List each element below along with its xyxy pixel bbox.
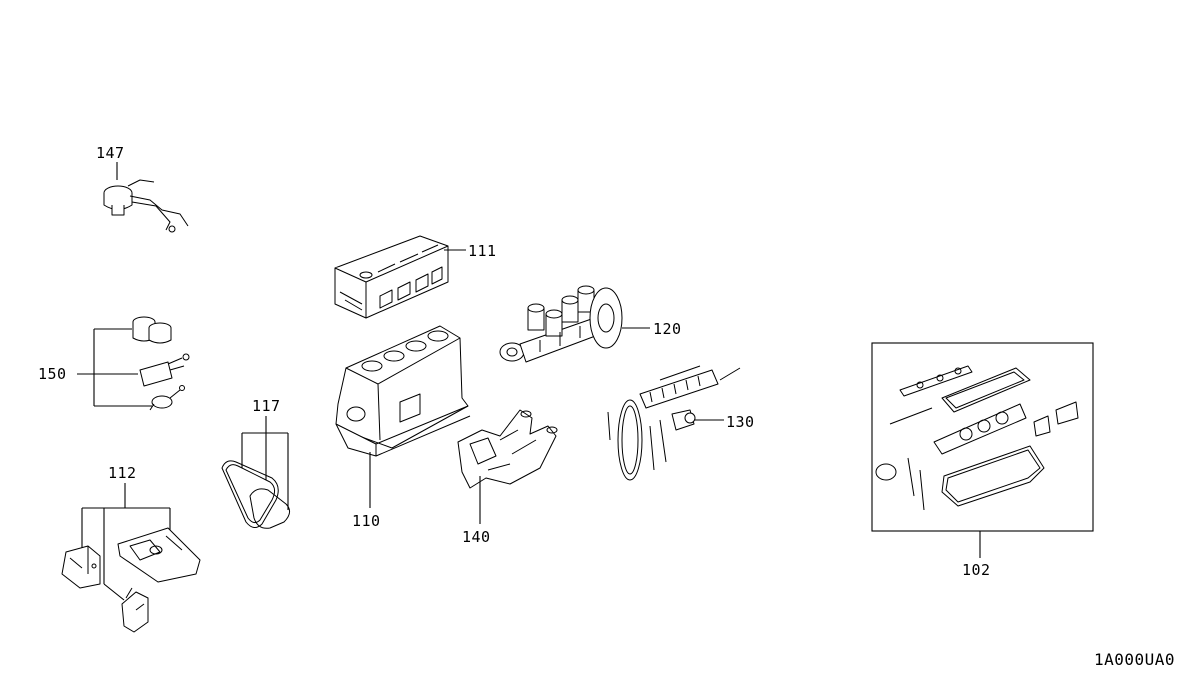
mount-left-illustration — [61, 545, 101, 589]
part-label-117: 117 — [252, 397, 281, 415]
part-label-150: 150 — [38, 365, 67, 383]
part-130[interactable]: 130 — [607, 365, 755, 481]
part-label-112: 112 — [108, 464, 137, 482]
part-140[interactable]: 140 — [457, 409, 558, 546]
part-label-140: 140 — [462, 528, 491, 546]
part-120[interactable]: 120 — [499, 285, 682, 363]
belt-illustration — [221, 460, 290, 529]
diagram-code: 1A000UA0 — [1094, 650, 1175, 669]
leader-bracket — [241, 416, 289, 510]
part-102[interactable]: 102 — [871, 342, 1094, 579]
part-117[interactable]: 117 — [221, 397, 290, 529]
gasket-set-illustration — [875, 365, 1079, 511]
gasket-kit-box — [871, 342, 1094, 532]
part-110[interactable]: 110 — [335, 325, 471, 530]
filter-illustration — [132, 316, 172, 344]
crankshaft-illustration — [499, 285, 623, 363]
leader-bracket — [77, 328, 152, 407]
injector-illustration — [139, 353, 190, 387]
timing-illustration — [607, 365, 741, 481]
part-111[interactable]: 111 — [334, 235, 497, 319]
part-112[interactable]: 112 — [61, 464, 201, 633]
part-label-120: 120 — [653, 320, 682, 338]
part-label-130: 130 — [726, 413, 755, 431]
regulator-illustration — [149, 385, 185, 411]
part-150[interactable]: 150 — [38, 316, 190, 411]
exhaust-manifold-illustration — [457, 409, 558, 489]
part-label-110: 110 — [352, 512, 381, 530]
part-label-147: 147 — [96, 144, 125, 162]
part-label-111: 111 — [468, 242, 497, 260]
leader-bracket — [81, 483, 171, 601]
part-147[interactable]: 147 — [96, 144, 189, 233]
part-label-102: 102 — [962, 561, 991, 579]
mount-lower-illustration — [121, 587, 149, 633]
cylinder-head-illustration — [334, 235, 449, 319]
mount-bracket-illustration — [117, 527, 201, 583]
sensor-illustration — [103, 179, 189, 233]
cylinder-block-illustration — [335, 325, 471, 457]
